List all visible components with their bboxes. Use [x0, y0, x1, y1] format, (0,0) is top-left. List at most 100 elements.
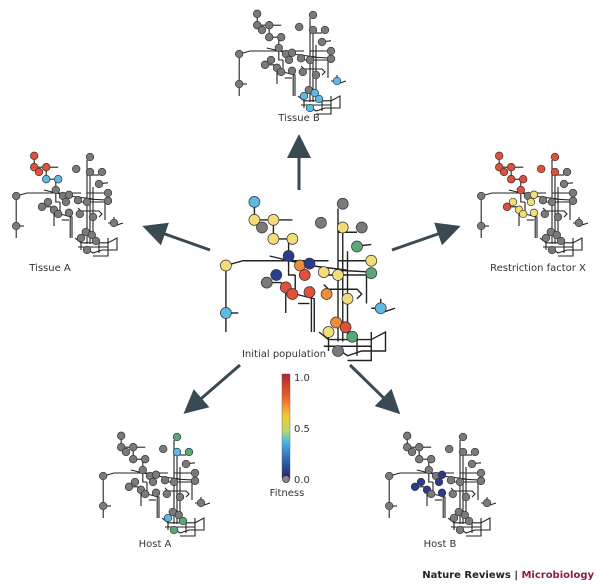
network-node-node_default: [256, 221, 268, 234]
network-node-node_default: [311, 70, 321, 80]
network-node-node_default: [103, 188, 113, 198]
network-node-node_default: [449, 513, 459, 523]
network-node-cyan: [305, 103, 315, 113]
network-node-node_default: [415, 455, 424, 464]
network-node-node_default: [64, 190, 74, 199]
label-host-b: Host B: [424, 539, 457, 550]
network-node-red: [339, 321, 352, 334]
network-node-node_default: [141, 489, 150, 499]
network-node-yellow: [519, 209, 528, 219]
network-tissue-a: [12, 151, 124, 257]
network-node-node_default: [73, 196, 83, 205]
network-node-node_default: [175, 492, 185, 502]
network-node-node_default: [461, 492, 471, 502]
network-node-red: [516, 185, 525, 195]
network-node-red: [507, 175, 516, 184]
network-node-node_default: [129, 443, 138, 452]
network-node-node_default: [298, 67, 307, 77]
network-node-green: [178, 516, 188, 526]
network-node-node_default: [464, 516, 474, 526]
network-node-node_default: [326, 54, 336, 63]
network-node-node_default: [308, 10, 318, 20]
network-node-node_default: [460, 510, 469, 520]
network-restriction-x: [477, 151, 589, 257]
network-node-cyan: [374, 302, 387, 315]
network-edge: [161, 517, 205, 534]
network-node-node_default: [332, 345, 344, 357]
arrow-to-restriction-x: [391, 222, 461, 252]
network-node-node_default: [415, 443, 424, 452]
network-node-node_default: [562, 167, 572, 177]
label-tissue-b: Tissue B: [277, 113, 320, 124]
network-edge: [498, 155, 512, 180]
network-node-node_default: [277, 33, 286, 42]
network-node-node_default: [235, 49, 244, 59]
network-node-node_default: [467, 459, 477, 469]
network-node-red: [303, 286, 316, 298]
colorbar-title: Fitness: [270, 488, 305, 499]
network-node-node_default: [556, 236, 566, 246]
network-node-node_default: [129, 455, 138, 464]
network-node-node_default: [568, 196, 578, 205]
network-tissue-b: [235, 9, 347, 115]
network-node-node_default: [138, 465, 147, 475]
network-node-cyan: [42, 175, 51, 184]
network-node-node_default: [284, 55, 294, 65]
network-node-node_default: [82, 245, 92, 255]
label-initial-population: Initial population: [242, 349, 326, 360]
network-node-node_default: [477, 221, 486, 231]
network-node-node_default: [482, 498, 492, 508]
network-node-red: [298, 269, 311, 281]
network-edge: [93, 238, 109, 257]
network-node-red: [499, 167, 509, 177]
network-node-yellow: [267, 233, 280, 245]
network-node-node_default: [160, 476, 170, 485]
network-node-node_default: [87, 230, 96, 240]
network-edge: [180, 518, 196, 537]
network-node-node_default: [82, 197, 92, 207]
network-node-node_default: [91, 236, 101, 246]
network-node-green: [346, 330, 359, 343]
network-node-red: [30, 151, 39, 160]
network-node-navy: [410, 482, 420, 491]
network-node-node_default: [88, 212, 98, 222]
network-node-green: [365, 267, 378, 279]
network-edge: [74, 237, 118, 254]
network-node-red: [286, 288, 299, 300]
network-node-node_default: [94, 179, 104, 189]
network-node-red: [550, 167, 560, 177]
network-node-node_default: [470, 447, 480, 457]
network-edge: [316, 96, 332, 115]
fitness-colorbar: 1.0 0.5 0.0 Fitness: [270, 373, 310, 499]
network-edge: [318, 330, 387, 357]
network-node-navy: [437, 488, 447, 497]
network-node-node_default: [296, 54, 306, 63]
network-node-node_default: [43, 197, 53, 207]
network-node-node_default: [37, 202, 47, 211]
network-node-node_default: [76, 233, 86, 243]
network-edge: [558, 238, 574, 257]
network-node-navy: [434, 477, 444, 487]
arrow-to-tissue-a: [142, 222, 211, 252]
network-node-cyan: [54, 175, 63, 184]
network-node-node_default: [174, 510, 183, 520]
network-node-node_default: [552, 230, 561, 240]
network-node-node_default: [99, 501, 108, 511]
network-node-cyan: [299, 91, 309, 101]
network-node-node_default: [260, 60, 270, 69]
network-node-node_default: [308, 25, 318, 35]
network-node-node_default: [427, 489, 436, 499]
arrows: [142, 134, 461, 415]
network-node-yellow: [336, 221, 349, 234]
network-edge: [33, 155, 47, 180]
network-node-node_default: [124, 482, 134, 491]
network-node-green: [184, 447, 194, 457]
network-node-cyan: [314, 94, 324, 104]
network-node-node_default: [574, 218, 584, 228]
network-node-cyan: [332, 76, 342, 86]
network-node-node_default: [257, 25, 267, 35]
network-edge: [466, 518, 482, 537]
network-node-yellow: [267, 214, 280, 226]
network-node-node_default: [12, 221, 21, 231]
network-node-node_default: [85, 152, 95, 162]
